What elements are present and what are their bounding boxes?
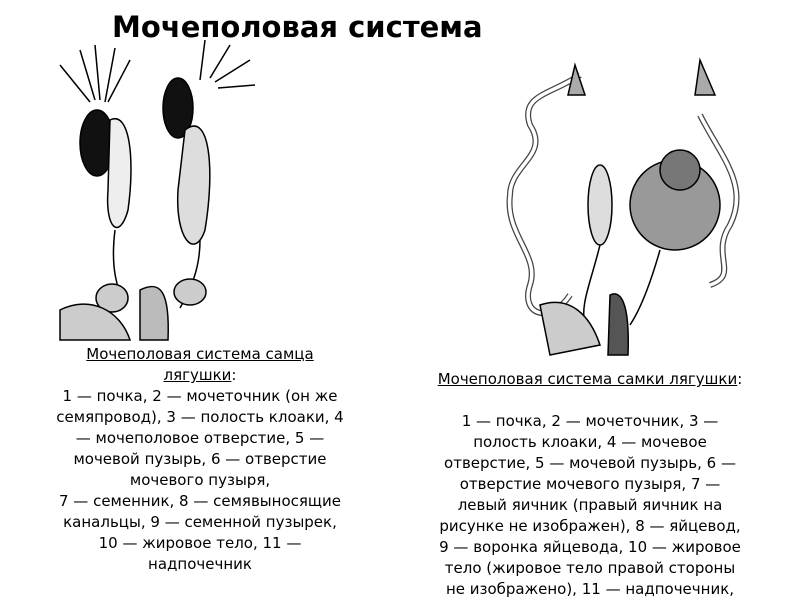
male-caption-line: 10 — жировое тело, 11 — (98, 534, 302, 552)
male-caption-line: 7 — семенник, 8 — семявыносящие (59, 492, 341, 510)
male-caption: Мочеполовая система самца лягушки: 1 — п… (0, 344, 400, 575)
male-caption-title-line-1: Мочеполовая система самца (86, 345, 314, 363)
female-caption-line: 1 — почка, 2 — мочеточник, 3 — (461, 412, 719, 430)
male-caption-line: надпочечник (148, 555, 252, 573)
female-caption-line: тело (жировое тело правой стороны (444, 559, 736, 577)
female-caption-title-suffix: : (737, 370, 743, 388)
female-caption-line: левый яичник (правый яичник на (457, 496, 723, 514)
male-caption-line: канальцы, 9 — семенной пузырек, (63, 513, 337, 531)
female-caption-line: полость клоаки, 4 — мочевое (473, 433, 707, 451)
male-caption-line: 1 — почка, 2 — мочеточник (он же (62, 387, 338, 405)
male-caption-title-line-2: лягушки (163, 366, 232, 384)
male-caption-line: мочевой пузырь, 6 — отверстие (73, 450, 327, 468)
female-urogenital-illustration (506, 57, 740, 356)
female-caption-line: отверстие мочевого пузыря, 7 — (459, 475, 721, 493)
female-caption: Мочеполовая система самки лягушки: 1 — п… (392, 369, 788, 600)
female-caption-line: не изображено), 11 — надпочечник, (445, 580, 735, 598)
female-caption-line: 9 — воронка яйцевода, 10 — жировое (439, 538, 741, 556)
slide-title: Мочеполовая система (112, 10, 483, 44)
male-caption-line: семяпровод), 3 — полость клоаки, 4 (56, 408, 344, 426)
male-caption-line: мочевого пузыря, (129, 471, 271, 489)
female-caption-line: отверстие, 5 — мочевой пузырь, 6 — (444, 454, 736, 472)
male-caption-line: — мочеполовое отверстие, 5 — (75, 429, 325, 447)
male-caption-title-suffix: : (231, 366, 237, 384)
female-caption-title: Мочеполовая система самки лягушки (437, 370, 738, 388)
female-caption-line: рисунке не изображен), 8 — яйцевод, (439, 517, 741, 535)
male-urogenital-illustration (59, 40, 256, 341)
